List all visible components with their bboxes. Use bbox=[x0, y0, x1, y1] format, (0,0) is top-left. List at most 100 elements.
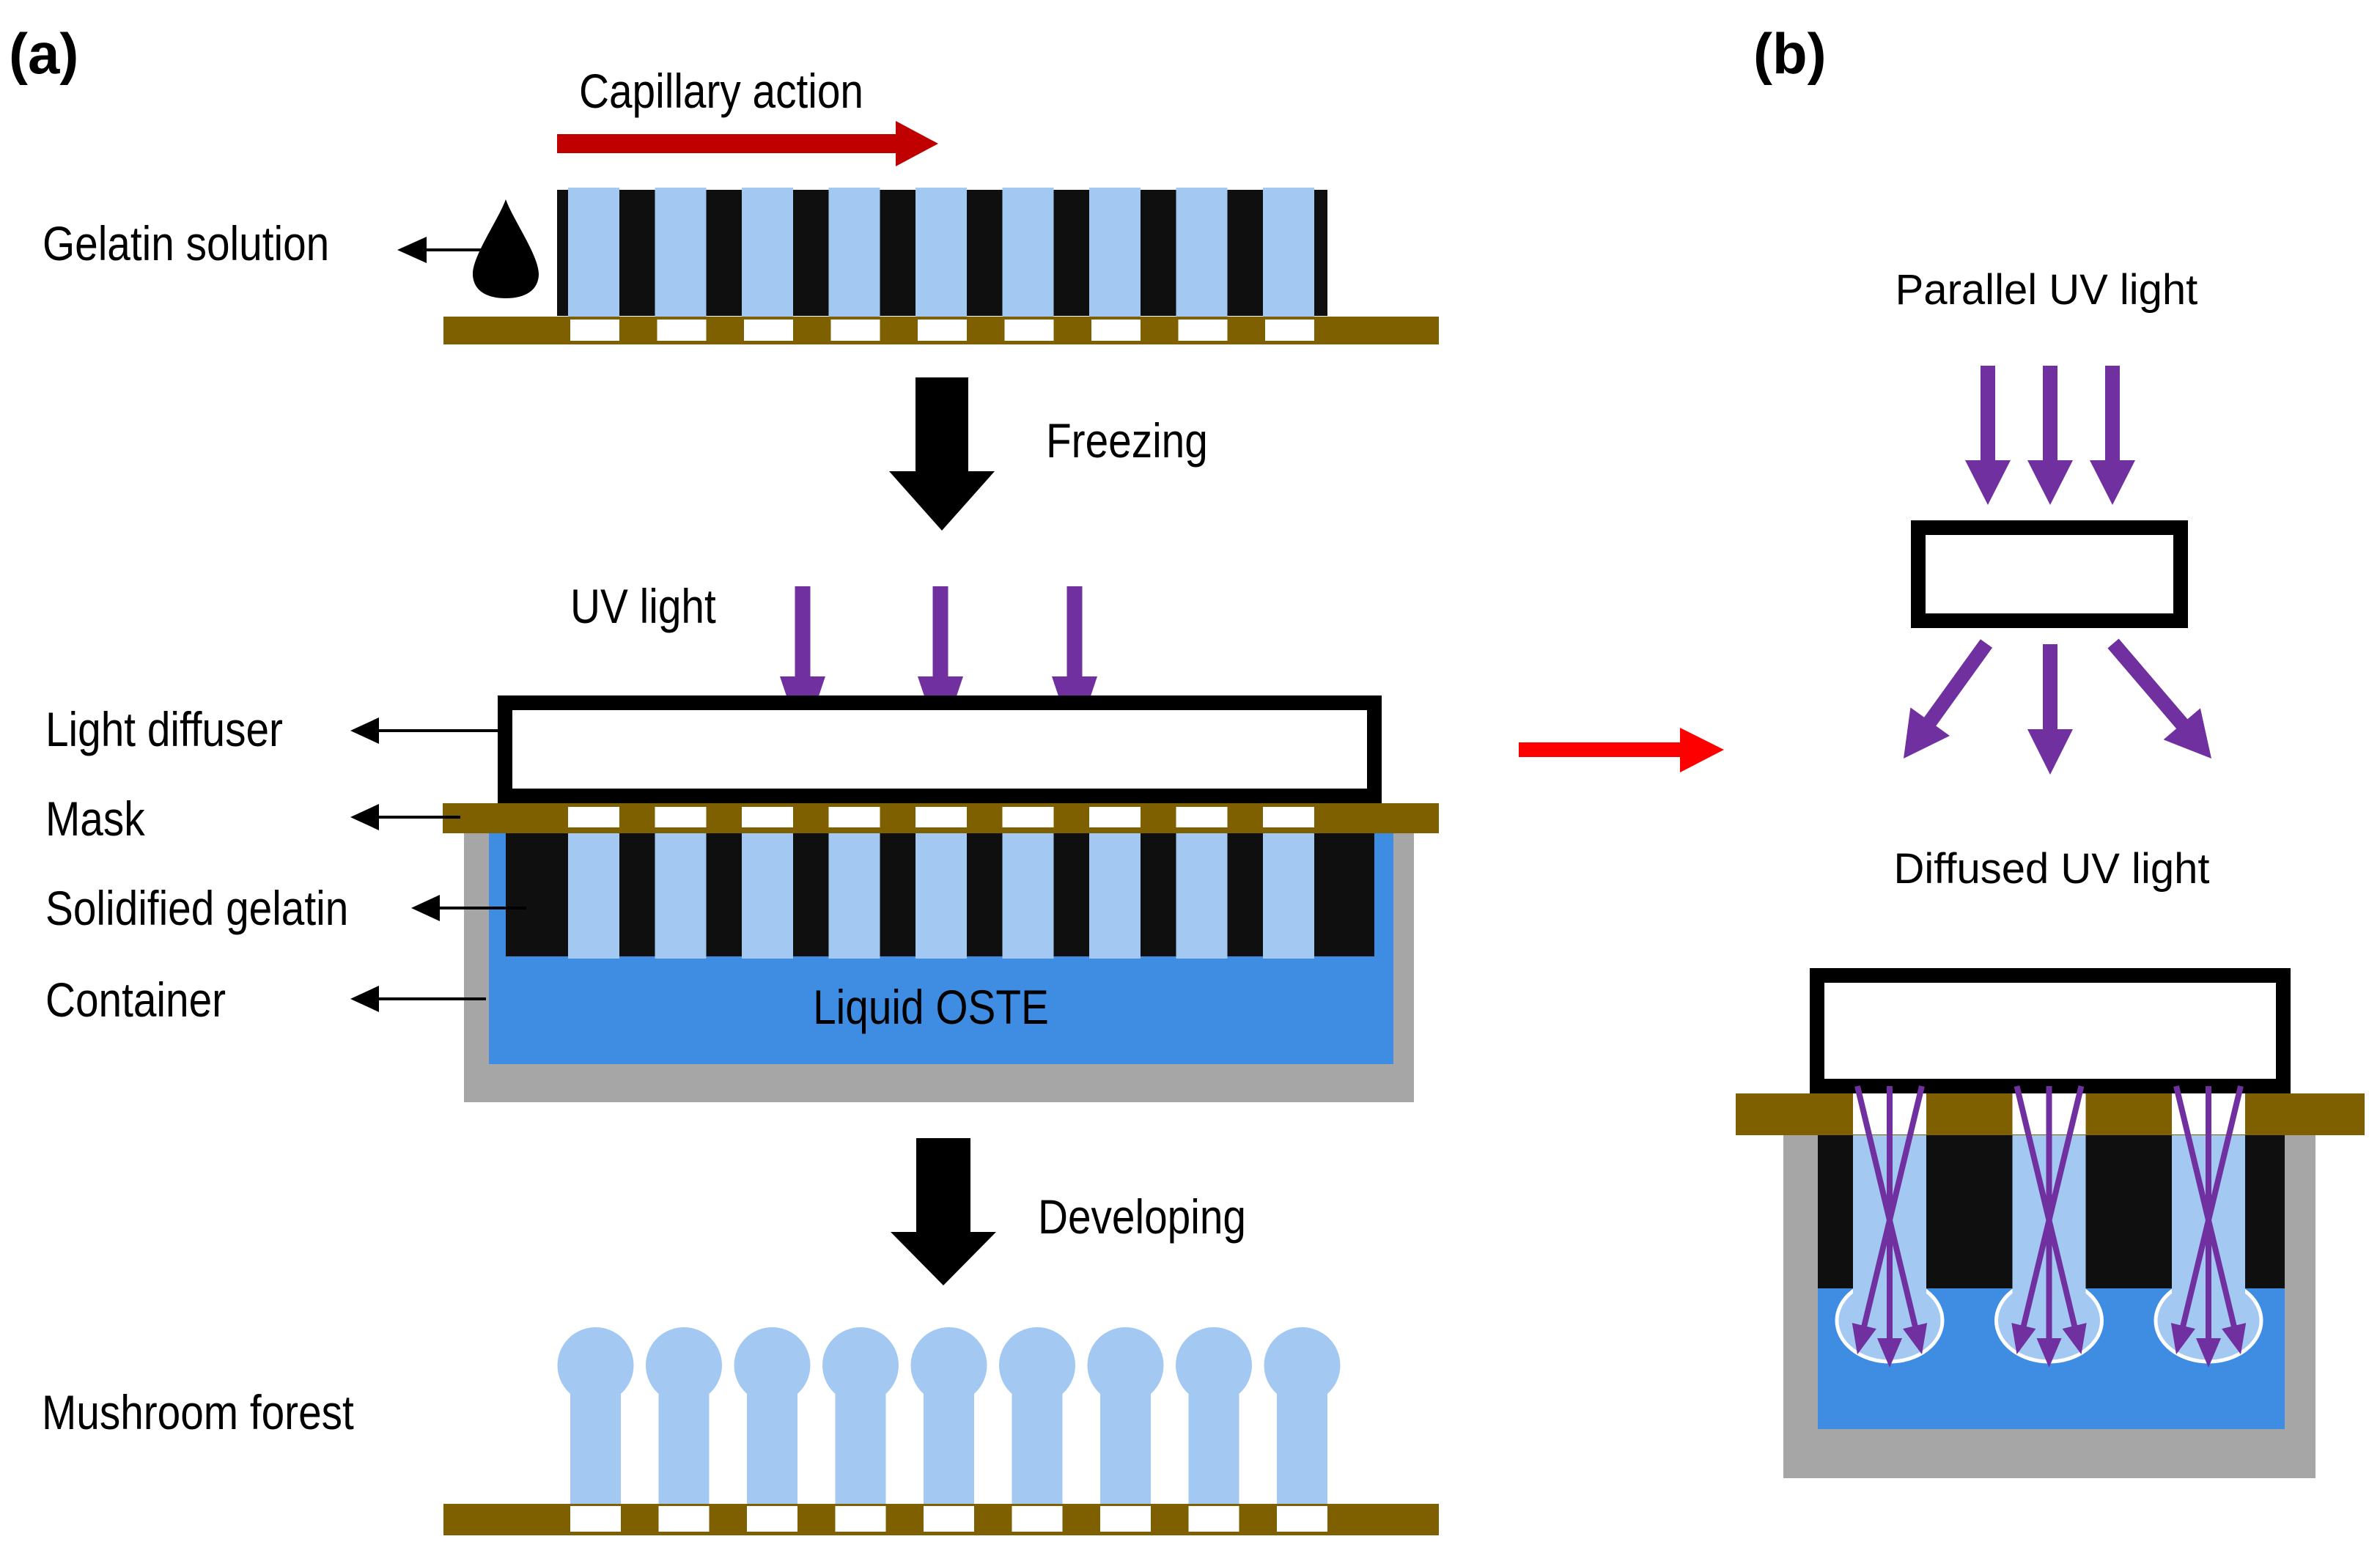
parallel-uv-label: Parallel UV light bbox=[1895, 266, 2198, 314]
mushroom-stem bbox=[1012, 1385, 1063, 1504]
developing-arrow-icon bbox=[891, 1138, 996, 1285]
mask-opening bbox=[835, 1506, 886, 1532]
mask-opening bbox=[924, 1506, 974, 1532]
gelatin-channel bbox=[655, 188, 707, 317]
diffused-rays bbox=[1852, 1085, 2247, 1368]
part-leaders bbox=[350, 717, 526, 1012]
mushroom-pillar bbox=[1087, 1327, 1164, 1504]
mushroom-pillar bbox=[822, 1327, 899, 1504]
mushroom-cap bbox=[557, 1327, 634, 1403]
mask-label: Mask bbox=[45, 792, 145, 846]
mask-opening bbox=[657, 320, 707, 341]
diffuser-illustration bbox=[1911, 520, 2188, 628]
mushroom-pillar bbox=[999, 1327, 1075, 1504]
step-freezing: Freezing bbox=[889, 377, 1208, 531]
mushroom-stem bbox=[1188, 1385, 1239, 1504]
gelatin-channel bbox=[915, 188, 967, 317]
mushroom-cap bbox=[734, 1327, 811, 1403]
mask-opening bbox=[1100, 1506, 1151, 1532]
container-pointer-icon bbox=[350, 986, 379, 1012]
step-developing: Developing bbox=[891, 1138, 1246, 1285]
step-capillary-filling: Capillary action Gelatin solution bbox=[43, 64, 1439, 344]
mask-openings bbox=[570, 320, 1314, 341]
panel-b: Parallel UV light Diffused UV light bbox=[1736, 266, 2365, 1478]
transition-arrow-icon bbox=[1519, 728, 1724, 772]
pillar-channels bbox=[568, 833, 1314, 959]
exposed-channel bbox=[1263, 833, 1314, 959]
diffused-ray-icon bbox=[2196, 1086, 2221, 1368]
diffused-uv-arrow-icon bbox=[1904, 639, 1993, 759]
parallel-uv-arrow-icon bbox=[1965, 366, 2011, 505]
mushroom-pillar bbox=[646, 1327, 722, 1504]
exposed-channel bbox=[568, 833, 619, 959]
exposed-channel bbox=[828, 833, 880, 959]
mask-opening bbox=[918, 320, 967, 341]
gelatin-channel bbox=[1263, 188, 1314, 317]
mask-opening bbox=[1089, 807, 1141, 827]
mask-opening bbox=[915, 807, 967, 827]
mask-openings bbox=[570, 1506, 1327, 1532]
diffused-uv-arrow-icon bbox=[2107, 638, 2211, 759]
light-diffuser-pointer-icon bbox=[350, 717, 379, 744]
diffused-uv-arrow-icon bbox=[2027, 644, 2073, 775]
capillary-action-label: Capillary action bbox=[579, 64, 863, 119]
mask-opening bbox=[570, 320, 619, 341]
mushroom-pillar bbox=[557, 1327, 634, 1504]
mask-opening bbox=[1004, 320, 1054, 341]
diffused-uv-label: Diffused UV light bbox=[1894, 845, 2210, 893]
exposed-channel bbox=[655, 833, 707, 959]
mushroom-pillars bbox=[557, 1327, 1341, 1504]
gelatin-channel bbox=[1176, 188, 1228, 317]
mask-opening bbox=[568, 807, 619, 827]
parallel-uv-arrow-icon bbox=[2090, 366, 2135, 505]
mask-opening bbox=[1188, 1506, 1239, 1532]
panel-a-label: (a) bbox=[9, 21, 78, 86]
pillar-channels bbox=[568, 188, 1314, 317]
mushroom-stem bbox=[658, 1385, 710, 1504]
mushroom-stem bbox=[570, 1385, 621, 1504]
developing-label: Developing bbox=[1038, 1190, 1246, 1244]
mushroom-cap bbox=[646, 1327, 722, 1403]
gelatin-channel bbox=[828, 188, 880, 317]
solidified-gelatin-label: Solidified gelatin bbox=[45, 882, 348, 936]
mask-opening bbox=[1091, 320, 1141, 341]
capillary-arrow-icon bbox=[557, 121, 938, 166]
light-diffuser bbox=[1810, 968, 2291, 1093]
light-diffuser-label: Light diffuser bbox=[45, 703, 283, 757]
panel-b-label: (b) bbox=[1753, 21, 1827, 86]
exposed-channel bbox=[1002, 833, 1054, 959]
mushroom-cap bbox=[1087, 1327, 1164, 1403]
mask-opening bbox=[1263, 807, 1314, 827]
mushroom-pillar bbox=[1264, 1327, 1341, 1504]
diffused-ray-icon bbox=[1877, 1086, 1902, 1368]
mask-opening bbox=[655, 807, 707, 827]
mushroom-cap bbox=[822, 1327, 899, 1403]
freezing-arrow-icon bbox=[889, 377, 995, 531]
mask-opening bbox=[830, 320, 880, 341]
gelatin-channel bbox=[568, 188, 619, 317]
mask-opening bbox=[1002, 807, 1054, 827]
mushroom-cap bbox=[999, 1327, 1075, 1403]
mushroom-forest-label: Mushroom forest bbox=[42, 1386, 354, 1440]
mask-pointer-icon bbox=[350, 804, 379, 830]
diffused-ray-icon bbox=[2036, 1086, 2062, 1368]
gelatin-channel bbox=[742, 188, 793, 317]
mask-opening bbox=[744, 320, 793, 341]
mask-opening bbox=[1012, 1506, 1063, 1532]
mask-openings bbox=[568, 807, 1314, 827]
mask-opening bbox=[742, 807, 793, 827]
mask-opening bbox=[1265, 320, 1314, 341]
mask-opening bbox=[828, 807, 880, 827]
container-label: Container bbox=[45, 973, 226, 1027]
mask-opening bbox=[658, 1506, 710, 1532]
gelatin-solution-pointer-arrowhead-icon bbox=[397, 237, 427, 263]
exposed-channel bbox=[915, 833, 967, 959]
gelatin-solution-label: Gelatin solution bbox=[43, 217, 329, 271]
mushroom-cap bbox=[910, 1327, 987, 1403]
mushroom-cap bbox=[1176, 1327, 1252, 1403]
mask-opening bbox=[1176, 807, 1228, 827]
step-uv-exposure: UV light Light diffuser Mask Solidified … bbox=[45, 580, 1439, 1102]
mushroom-pillar bbox=[1176, 1327, 1252, 1504]
mask-opening bbox=[570, 1506, 621, 1532]
